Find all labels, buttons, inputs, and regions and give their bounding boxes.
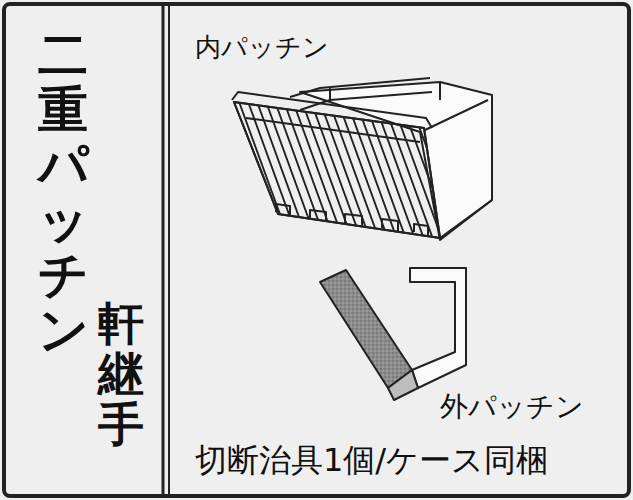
divider [162, 4, 165, 496]
part-name: 内パッチン [195, 33, 329, 62]
title-panel: 二重パッチン軒継手 [6, 6, 161, 494]
inner-patchin [232, 78, 492, 240]
note: 切断治具1個/ケース同梱 [195, 443, 548, 478]
part-name: 外パッチン [440, 392, 584, 423]
divider [168, 4, 170, 496]
product-name: 二重パッチン [38, 28, 88, 358]
outer-frame [4, 4, 629, 496]
outer-patchin [320, 268, 466, 400]
product-type: 軒継手 [98, 298, 144, 450]
